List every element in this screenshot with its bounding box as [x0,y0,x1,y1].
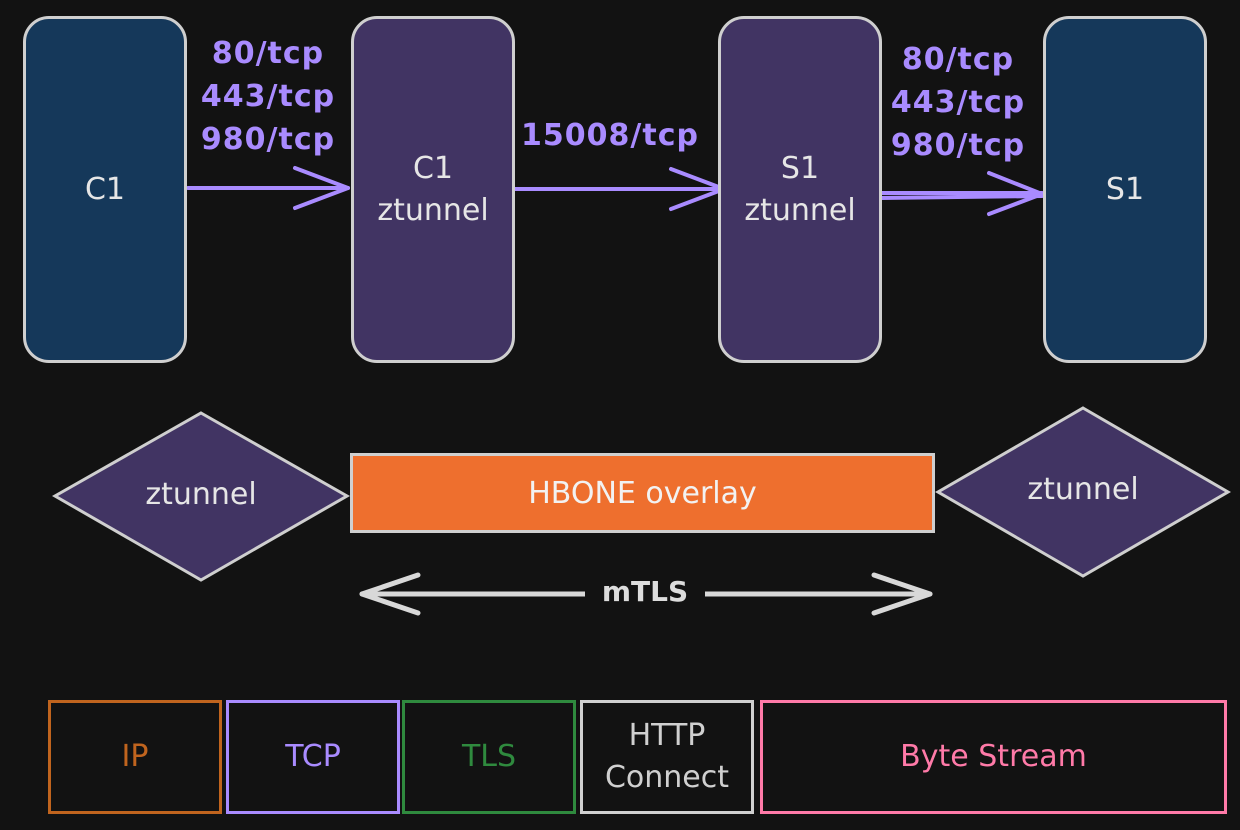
hbone-overlay-bar: HBONE overlay [350,453,935,533]
server-port-80: 80/tcp [901,42,1015,77]
server-ports: 80/tcp 443/tcp 980/tcp [878,38,1038,167]
s1-label: S1 [1105,171,1145,207]
c1-ztunnel-label-line2: ztunnel [377,192,489,228]
layer-ip-label: IP [121,739,149,774]
left-ztunnel-diamond [51,411,351,582]
c1-ztunnel-node: C1 ztunnel [351,16,515,363]
layer-http-label: HTTP [628,718,706,753]
right-ztunnel-diamond [935,406,1231,578]
layer-http-connect: HTTP Connect [580,700,754,814]
client-port-980: 980/tcp [200,122,336,157]
layer-tls: TLS [402,700,576,814]
server-port-443: 443/tcp [890,85,1026,120]
layer-byte-stream-label: Byte Stream [900,739,1087,774]
layer-ip: IP [48,700,222,814]
arrowhead-c1-to-c1-ztunnel [293,166,350,210]
client-port-443: 443/tcp [200,79,336,114]
mtls-label: mTLS [585,572,705,612]
layer-tcp-label: TCP [285,739,341,774]
server-port-980: 980/tcp [890,128,1026,163]
client-port-80: 80/tcp [211,36,325,71]
c1-node: C1 [23,16,187,363]
client-ports: 80/tcp 443/tcp 980/tcp [188,32,348,161]
right-ztunnel-label: ztunnel [1027,472,1139,507]
left-ztunnel-label: ztunnel [145,477,257,512]
tunnel-port-15008: 15008/tcp [521,118,699,153]
layer-byte-stream: Byte Stream [760,700,1227,814]
c1-ztunnel-label-line1: C1 [412,150,454,186]
s1-node: S1 [1043,16,1207,363]
mtls-arrowhead-right [871,572,933,616]
tunnel-port: 15008/tcp [512,114,708,157]
layer-connect-label: Connect [604,760,730,795]
mtls-arrowhead-left [359,572,421,616]
s1-ztunnel-label-line1: S1 [780,150,820,186]
s1-ztunnel-label-line2: ztunnel [744,192,856,228]
layer-tls-label: TLS [461,739,517,774]
hbone-overlay-label: HBONE overlay [528,475,757,511]
arrowhead-s1-ztunnel-to-s1 [987,171,1044,216]
c1-label: C1 [84,171,126,207]
layer-tcp: TCP [226,700,400,814]
s1-ztunnel-node: S1 ztunnel [718,16,882,363]
